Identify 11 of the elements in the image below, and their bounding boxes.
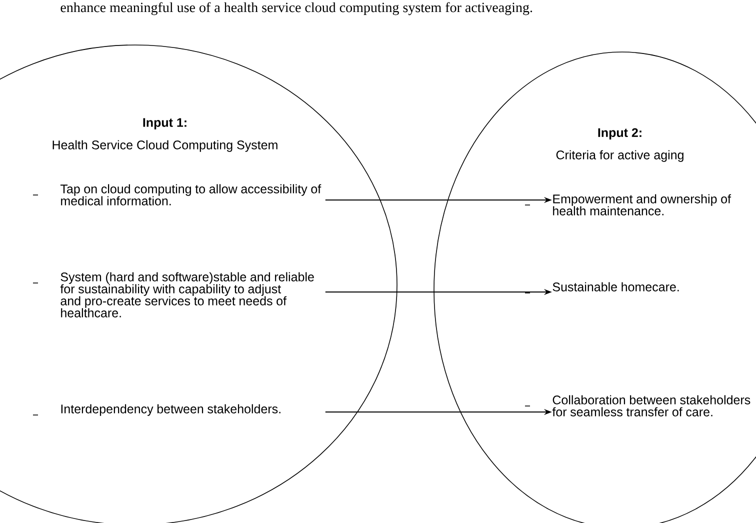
list-item: Sustainable homecare.	[552, 282, 679, 292]
subheading: Health Service Cloud Computing System	[52, 140, 278, 152]
list-item: Collaboration between stakeholders for seamless transfer of care.	[552, 395, 750, 416]
heading: Input 2:	[598, 128, 642, 140]
heading: Input 1:	[143, 118, 186, 130]
caption-text: enhance meaningful use of a health service cloud computing system for activeaging.	[60, 2, 532, 16]
list-item: Interdependency between stakeholders.	[61, 404, 280, 416]
list-item: Tap on cloud computing to allow accessibility of medical information.	[60, 184, 322, 206]
subheading: Criteria for active aging	[556, 150, 684, 162]
list-item: Empowerment and ownership of health maintenance.	[553, 194, 732, 216]
list-item: System (hard and software)stable and reliable for sustainability with capability to adjust and pro-create services to meet needs of healthcare.	[60, 272, 314, 318]
